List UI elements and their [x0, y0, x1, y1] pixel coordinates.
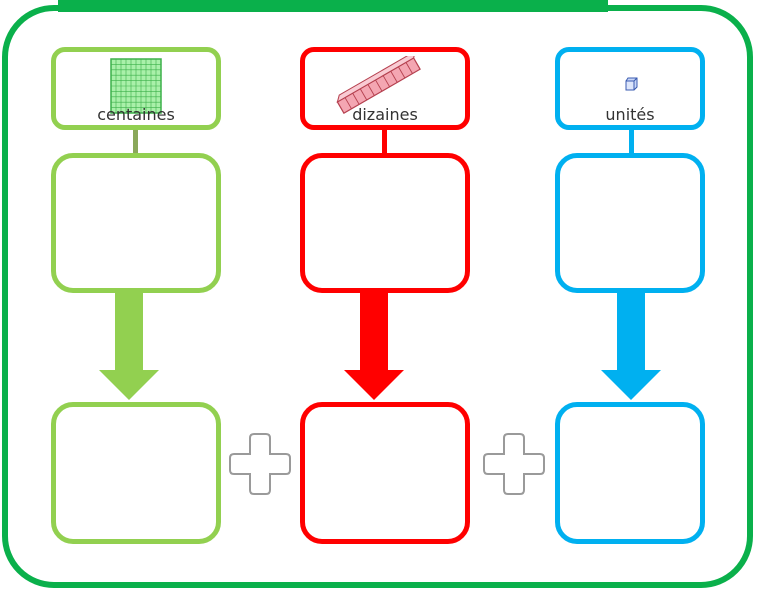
- arrow-down-icon: [344, 370, 404, 400]
- result-box-centaines[interactable]: [51, 402, 221, 544]
- arrow-shaft-centaines: [115, 293, 143, 370]
- label-unites: unités: [605, 105, 655, 124]
- plus-icon: [483, 433, 545, 495]
- header-box-unites: unités: [555, 47, 705, 130]
- label-centaines: centaines: [97, 105, 175, 124]
- arrow-down-icon: [601, 370, 661, 400]
- worksheet-frame: [2, 5, 753, 588]
- connector-unites: [629, 130, 634, 154]
- input-box-centaines[interactable]: [51, 153, 221, 293]
- header-box-dizaines: dizaines: [300, 47, 470, 130]
- result-box-dizaines[interactable]: [300, 402, 470, 544]
- hundreds-grid-icon: [110, 58, 162, 114]
- connector-centaines: [133, 130, 138, 154]
- result-box-unites[interactable]: [555, 402, 705, 544]
- ten-rod-icon: [336, 56, 421, 114]
- arrow-shaft-dizaines: [360, 293, 388, 370]
- header-box-centaines: centaines: [51, 47, 221, 130]
- connector-dizaines: [382, 130, 387, 154]
- input-box-dizaines[interactable]: [300, 153, 470, 293]
- arrow-down-icon: [99, 370, 159, 400]
- arrow-shaft-unites: [617, 293, 645, 370]
- unit-cube-icon: [625, 77, 638, 91]
- label-dizaines: dizaines: [352, 105, 418, 124]
- plus-icon: [229, 433, 291, 495]
- input-box-unites[interactable]: [555, 153, 705, 293]
